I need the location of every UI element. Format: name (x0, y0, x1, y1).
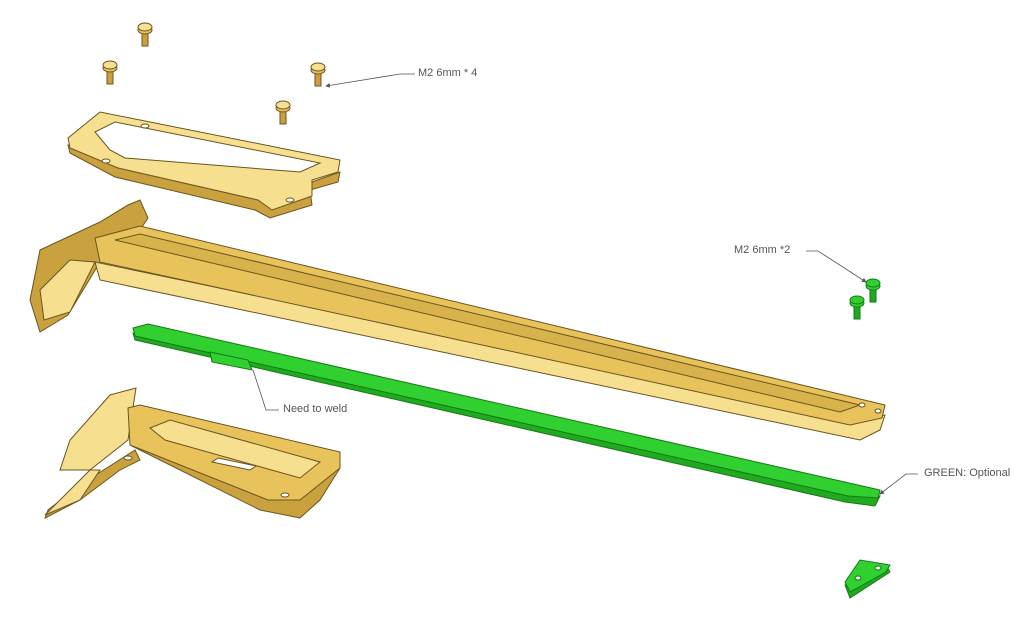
gold-screw (137, 22, 153, 47)
top-cover-plate (67, 111, 341, 219)
gold-screws-label: M2 6mm * 4 (418, 67, 478, 79)
green-depth-rod (132, 323, 881, 507)
leader-line (806, 250, 867, 283)
gold-screw (310, 62, 326, 87)
green-screws-label: M2 6mm *2 (734, 244, 791, 256)
slider-jaw (44, 387, 341, 520)
green-block (844, 559, 891, 599)
gold-screw (275, 100, 291, 125)
leader-line (325, 73, 415, 88)
green-screw (865, 278, 881, 303)
weld-label: Need to weld (283, 403, 348, 415)
leader-line (879, 473, 918, 495)
leader-line (252, 369, 279, 411)
main-beam (29, 199, 886, 441)
optional-label: GREEN: Optional (924, 467, 1011, 479)
green-screw (849, 295, 865, 320)
gold-screw (102, 60, 118, 85)
